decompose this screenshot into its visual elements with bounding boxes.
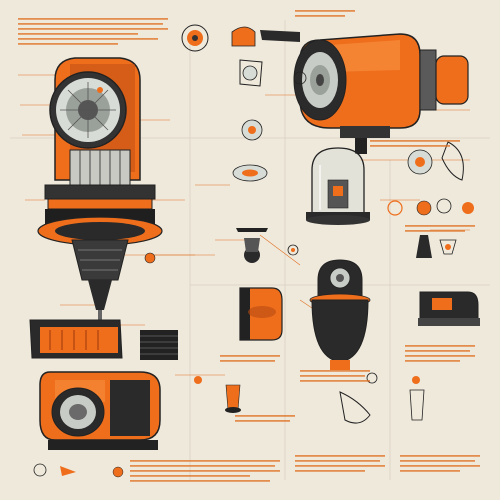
horizontal-motor-cylinder	[260, 30, 469, 154]
clamp-arm-icon	[260, 30, 300, 42]
plate-parts	[232, 164, 299, 263]
horizontal-camera-drive	[29, 319, 178, 450]
round-knob-icon	[144, 252, 156, 264]
annotation-text-blocks	[18, 10, 480, 482]
orange-cup-device	[239, 287, 283, 341]
bracket-device	[418, 291, 480, 326]
top-component-parts	[181, 24, 307, 141]
small-component-parts	[33, 372, 425, 478]
vertical-spindle-assembly	[37, 57, 163, 320]
dome-pressure-vessel	[309, 259, 371, 370]
glass-bell-chamber	[306, 147, 370, 225]
right-side-parts	[387, 141, 474, 258]
